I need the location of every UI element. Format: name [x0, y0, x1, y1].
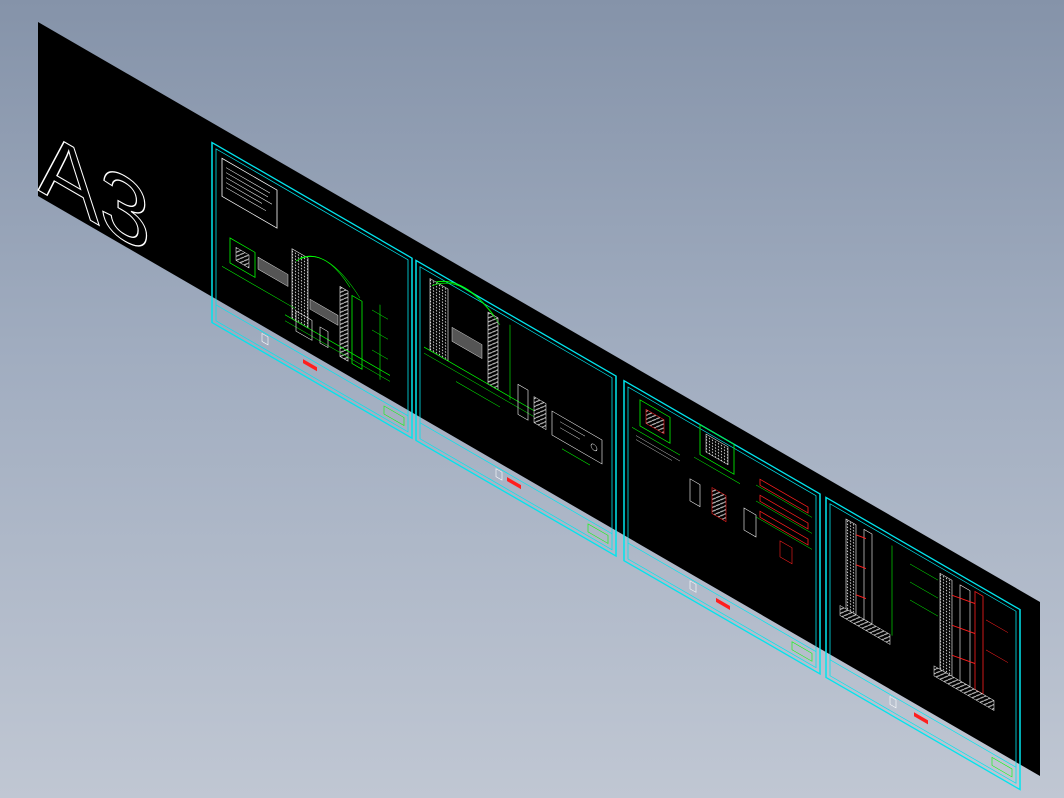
drawing-panel-1[interactable] [211, 141, 413, 440]
drawing-panel-3[interactable] [623, 379, 821, 676]
panel-4-title-block [830, 659, 1016, 778]
drawing-panel-2[interactable] [415, 259, 617, 558]
panel-2-inner-border [419, 266, 613, 551]
drawing-sheet [38, 22, 1040, 776]
panel-4-wall-section-a [839, 518, 893, 645]
panel-2-border [415, 259, 617, 558]
panel-3-inner-border [627, 386, 817, 669]
panel-4-wall-section-b [910, 563, 1008, 711]
panel-2-elevation [424, 278, 540, 421]
panel-3-sections [689, 478, 812, 565]
panel-1-title-block [216, 304, 408, 426]
panel-3-plan-b [694, 423, 740, 485]
panel-1-notes-lines [226, 167, 272, 212]
panel-1-plan [222, 237, 329, 349]
panel-2-title-block [420, 422, 612, 544]
panel-1-inner-border [215, 148, 409, 433]
panel-4-border [825, 496, 1021, 791]
panel-3-title-block [628, 542, 816, 662]
panel-4-inner-border [829, 503, 1017, 784]
drawing-panel-4[interactable] [825, 496, 1021, 791]
panel-3-plan-a [632, 399, 680, 462]
panel-1-border [211, 141, 413, 440]
panel-2-detail [456, 381, 603, 466]
drawing-panels [211, 141, 1021, 791]
panel-1-elevation [285, 248, 390, 382]
panel-1-notes-box [221, 157, 278, 229]
